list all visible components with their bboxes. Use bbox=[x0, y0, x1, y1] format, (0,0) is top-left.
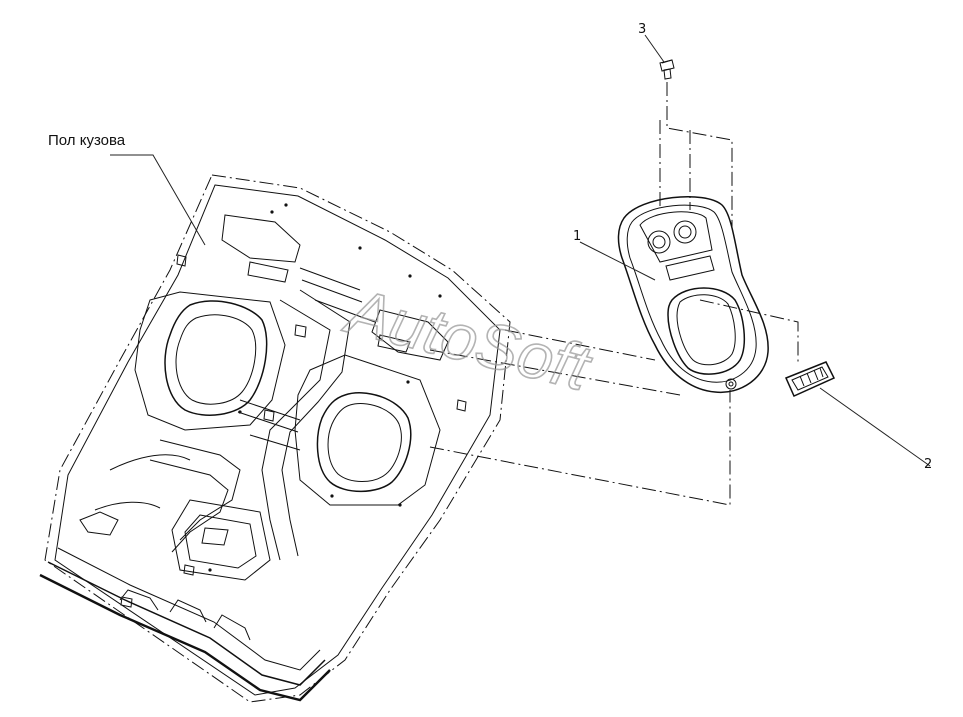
clip-part bbox=[784, 361, 836, 397]
callout-1-label: 1 bbox=[573, 229, 581, 244]
assembly-lines bbox=[429, 82, 799, 506]
callout-2-leader bbox=[819, 387, 931, 467]
callout-1-leader bbox=[579, 241, 656, 281]
callout-3-leader bbox=[644, 34, 665, 63]
floor-console-part bbox=[617, 195, 769, 394]
body-floor-panel bbox=[39, 174, 511, 703]
body-floor-leader bbox=[110, 154, 206, 246]
watermark-text: AutoSoft bbox=[337, 274, 599, 405]
callout-2-label: 2 bbox=[924, 457, 932, 472]
callout-3-label: 3 bbox=[638, 22, 646, 37]
body-floor-label: Пол кузова bbox=[48, 132, 126, 149]
screw-part bbox=[659, 59, 675, 80]
